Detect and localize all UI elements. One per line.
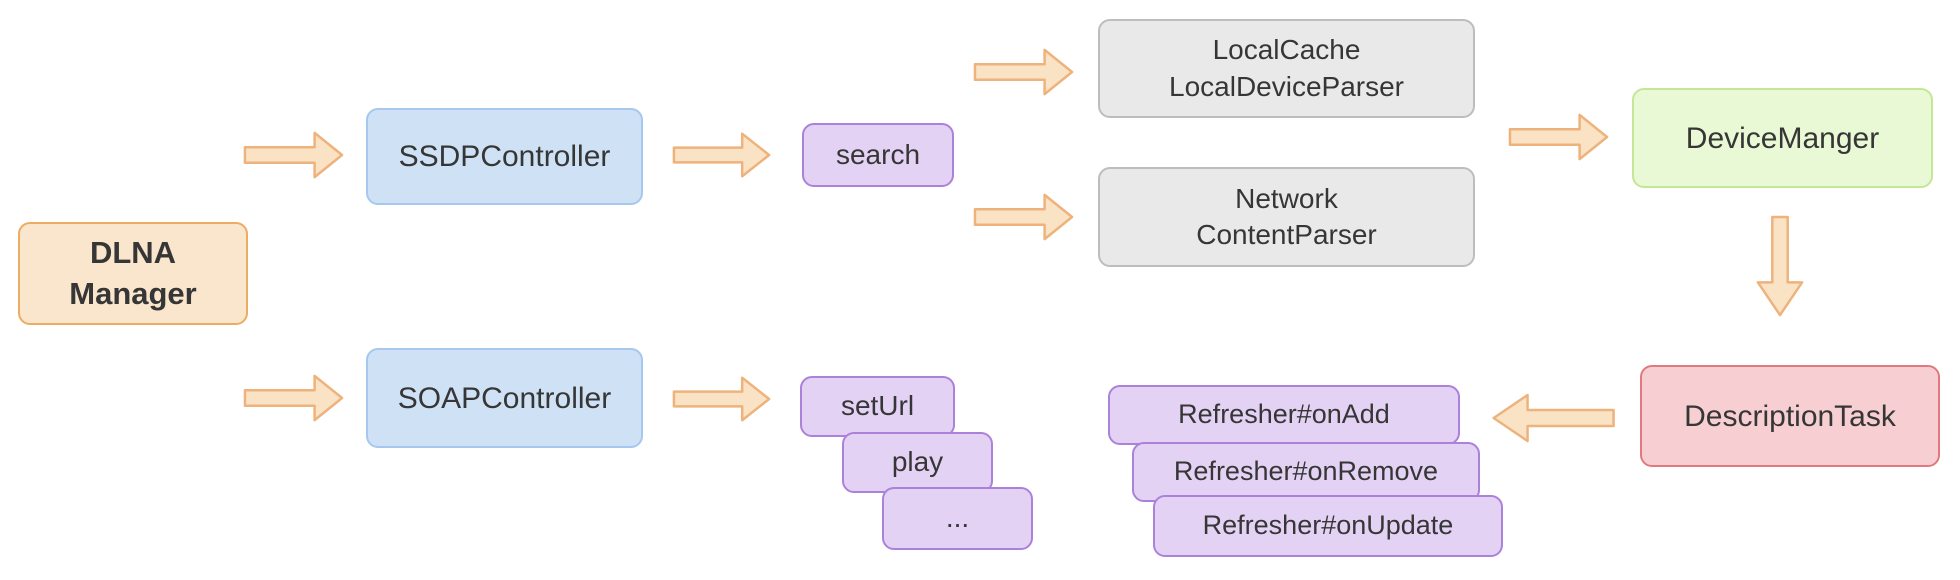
node-set-url: setUrl	[800, 376, 955, 437]
node-search: search	[802, 123, 954, 187]
node-ssdp-controller: SSDPController	[366, 108, 643, 205]
arrow-right-icon	[1508, 112, 1610, 162]
node-play: play	[842, 432, 993, 493]
arrow-right-icon	[243, 373, 345, 423]
node-ellipsis: ...	[882, 487, 1033, 550]
arrow-right-icon	[672, 375, 772, 423]
node-refresher-on-update: Refresher#onUpdate	[1153, 495, 1503, 557]
node-network-content-parser: Network ContentParser	[1098, 167, 1475, 267]
arrow-left-icon	[1490, 392, 1616, 444]
arrow-right-icon	[973, 192, 1075, 242]
node-refresher-on-add: Refresher#onAdd	[1108, 385, 1460, 445]
arrow-down-icon	[1755, 215, 1805, 318]
arrow-right-icon	[243, 130, 345, 180]
node-refresher-on-remove: Refresher#onRemove	[1132, 442, 1480, 502]
arrow-right-icon	[973, 47, 1075, 97]
node-description-task: DescriptionTask	[1640, 365, 1940, 467]
node-local-cache-parser: LocalCache LocalDeviceParser	[1098, 19, 1475, 118]
node-device-manager: DeviceManger	[1632, 88, 1933, 188]
node-dlna-manager: DLNA Manager	[18, 222, 248, 325]
arrow-right-icon	[672, 131, 772, 179]
node-soap-controller: SOAPController	[366, 348, 643, 448]
